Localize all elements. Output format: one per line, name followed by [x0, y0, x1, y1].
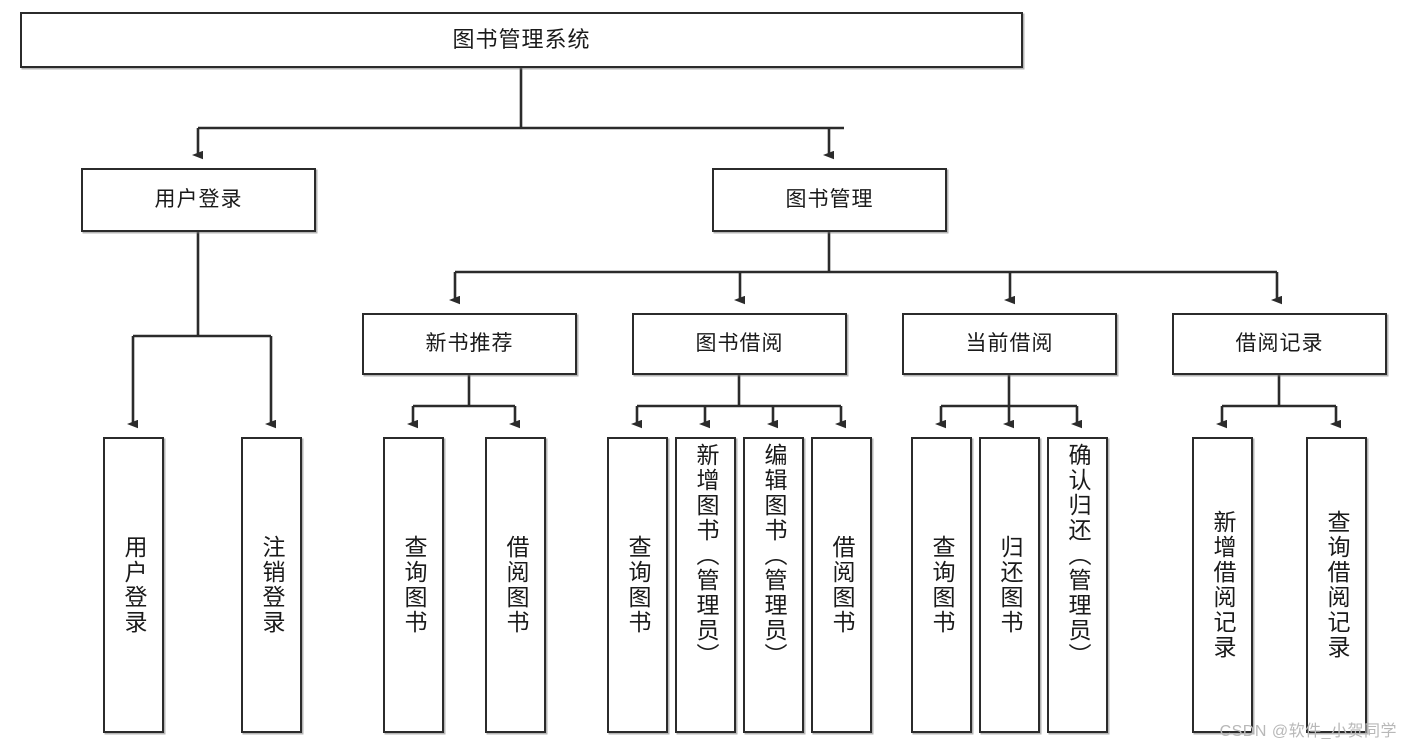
- node-leaf-user-login-label: 用户登录: [121, 535, 147, 635]
- node-leaf-add-record-label: 新增借阅记录: [1210, 510, 1236, 660]
- node-leaf-query-book-1[interactable]: 查询图书: [383, 437, 444, 733]
- node-leaf-query-book-1-label: 查询图书: [401, 535, 427, 635]
- node-root[interactable]: 图书管理系统: [20, 12, 1023, 68]
- node-leaf-return-book[interactable]: 归还图书: [979, 437, 1040, 733]
- node-leaf-query-book-2[interactable]: 查询图书: [607, 437, 668, 733]
- node-leaf-borrow-book-1-label: 借阅图书: [503, 535, 529, 635]
- node-leaf-query-book-3[interactable]: 查询图书: [911, 437, 972, 733]
- node-current-borrow-label: 当前借阅: [965, 331, 1054, 355]
- node-book-borrow-label: 图书借阅: [695, 331, 784, 355]
- node-leaf-query-record-label: 查询借阅记录: [1324, 510, 1350, 660]
- csdn-watermark: CSDN @软件_小贺同学: [1219, 723, 1397, 740]
- node-leaf-confirm-return[interactable]: 确认归还（管理员）: [1047, 437, 1108, 733]
- node-leaf-query-record[interactable]: 查询借阅记录: [1306, 437, 1367, 733]
- node-book-borrow[interactable]: 图书借阅: [632, 313, 847, 375]
- node-book-manage[interactable]: 图书管理: [712, 168, 947, 232]
- node-leaf-logout-login-label: 注销登录: [259, 535, 285, 635]
- node-leaf-confirm-return-label: 确认归还（管理员）: [1065, 443, 1091, 668]
- node-leaf-borrow-book-1[interactable]: 借阅图书: [485, 437, 546, 733]
- node-new-book-recommend-label: 新书推荐: [425, 331, 514, 355]
- node-leaf-add-book-label: 新增图书（管理员）: [693, 443, 719, 668]
- node-book-manage-label: 图书管理: [785, 187, 874, 211]
- node-root-label: 图书管理系统: [452, 27, 591, 53]
- node-leaf-query-book-3-label: 查询图书: [929, 535, 955, 635]
- node-leaf-add-book[interactable]: 新增图书（管理员）: [675, 437, 736, 733]
- node-leaf-edit-book[interactable]: 编辑图书（管理员）: [743, 437, 804, 733]
- node-user-login-label: 用户登录: [154, 187, 243, 211]
- node-leaf-user-login[interactable]: 用户登录: [103, 437, 164, 733]
- node-user-login[interactable]: 用户登录: [81, 168, 316, 232]
- node-new-book-recommend[interactable]: 新书推荐: [362, 313, 577, 375]
- node-leaf-borrow-book-2[interactable]: 借阅图书: [811, 437, 872, 733]
- node-borrow-record[interactable]: 借阅记录: [1172, 313, 1387, 375]
- node-borrow-record-label: 借阅记录: [1235, 331, 1324, 355]
- node-leaf-edit-book-label: 编辑图书（管理员）: [761, 443, 787, 668]
- node-leaf-query-book-2-label: 查询图书: [625, 535, 651, 635]
- node-leaf-borrow-book-2-label: 借阅图书: [829, 535, 855, 635]
- node-leaf-add-record[interactable]: 新增借阅记录: [1192, 437, 1253, 733]
- node-leaf-logout-login[interactable]: 注销登录: [241, 437, 302, 733]
- node-current-borrow[interactable]: 当前借阅: [902, 313, 1117, 375]
- node-leaf-return-book-label: 归还图书: [997, 535, 1023, 635]
